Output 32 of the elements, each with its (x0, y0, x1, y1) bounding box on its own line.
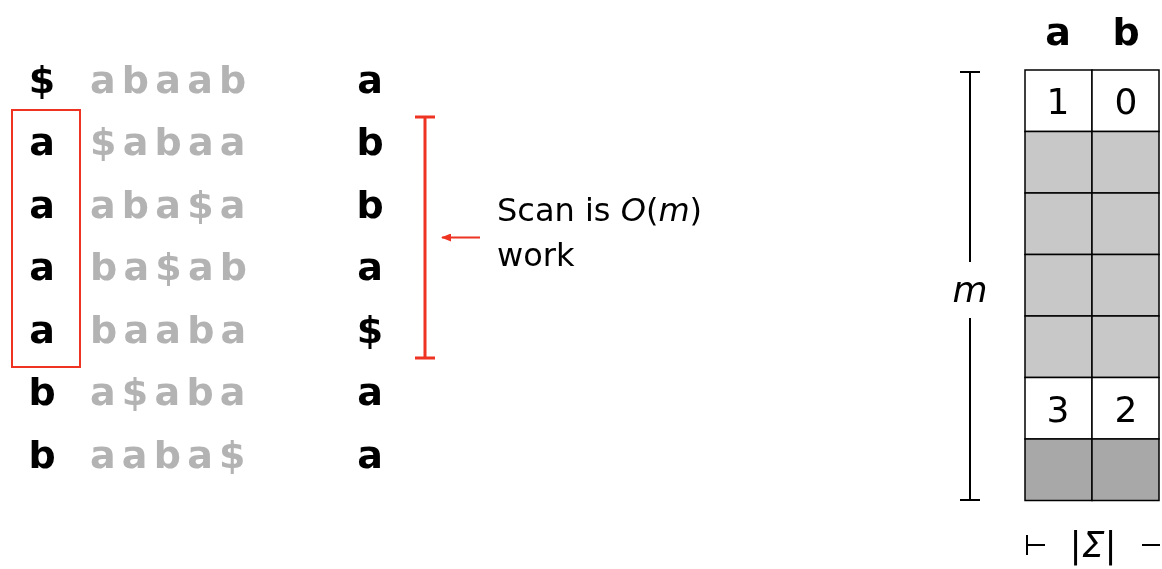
rotation-text: $ a b a a (90, 123, 246, 161)
highlight-box (11, 109, 81, 368)
first-column-char: a (29, 248, 55, 286)
rotation-text: a b a a b (90, 61, 247, 99)
last-column-char: $ (356, 311, 384, 349)
first-column-char: b (28, 373, 56, 411)
arrow (441, 233, 481, 242)
rotation-text: b a a b a (90, 311, 247, 349)
rotation-text: a $ a b a (90, 373, 246, 411)
count-value: 1 (1046, 84, 1070, 120)
first-column-char: a (29, 186, 55, 224)
count-value: 2 (1114, 392, 1138, 428)
first-column-char: a (29, 123, 55, 161)
first-column-char: a (29, 311, 55, 349)
last-column-char: a (357, 61, 383, 99)
rotation-text: a a b a $ (90, 436, 246, 474)
last-column-char: a (357, 373, 383, 411)
last-column-char: b (356, 123, 384, 161)
first-column-char: b (28, 436, 56, 474)
count-value: 0 (1114, 84, 1138, 120)
range-bracket (413, 115, 437, 360)
callout-text: Scan is O(m) work (497, 188, 737, 278)
count-value: 3 (1046, 392, 1070, 428)
last-column-char: b (356, 186, 384, 224)
last-column-char: a (357, 436, 383, 474)
last-column-char: a (357, 248, 383, 286)
dimension-label: m (952, 272, 988, 308)
rotation-text: b a $ a b (90, 248, 248, 286)
first-column-char: $ (28, 61, 56, 99)
column-header: b (1112, 13, 1140, 51)
column-header: a (1045, 13, 1071, 51)
rotation-text: a b a $ a (90, 186, 246, 224)
